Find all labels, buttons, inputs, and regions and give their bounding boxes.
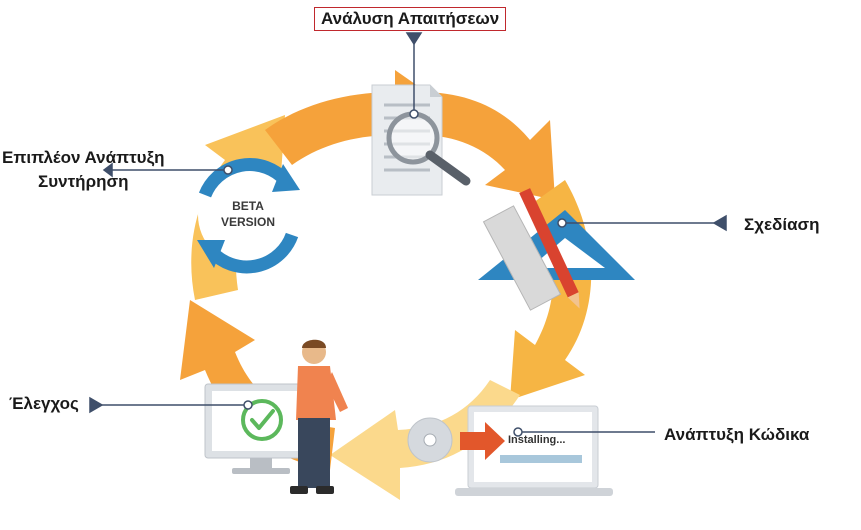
- requirements-label: Ανάλυση Απαιτήσεων: [314, 7, 507, 31]
- pencil-icon: [519, 188, 580, 309]
- ruler-icon: [482, 205, 562, 311]
- maintenance-label-line2: Συντήρηση: [38, 172, 129, 191]
- cycle-arrow-requirements-to-design: [420, 92, 555, 200]
- requirements-pointer: [405, 32, 423, 46]
- testing-label: Έλεγχος: [9, 394, 79, 413]
- beta-version-badge-icon: BETA VERSION: [197, 158, 300, 274]
- maintenance-label: Επιπλέον Ανάπτυξη Συντήρηση: [2, 146, 165, 194]
- connectors: [89, 32, 727, 437]
- design-pointer: [712, 214, 727, 232]
- coding-label: Ανάπτυξη Κώδικα: [664, 425, 810, 444]
- beta-text: BETA: [232, 199, 264, 213]
- check-icon: [241, 399, 283, 441]
- version-text: VERSION: [221, 215, 275, 229]
- installing-text: Installing...: [508, 434, 565, 446]
- maintenance-label-line1: Επιπλέον Ανάπτυξη: [2, 148, 165, 167]
- design-label: Σχεδίαση: [744, 215, 820, 234]
- design-tools-icon: [478, 188, 635, 311]
- testing-pointer: [89, 396, 104, 414]
- requirements-document-icon: [371, 84, 471, 196]
- testing-monitor-icon: [204, 383, 316, 474]
- install-arrow-icon: [460, 422, 505, 460]
- developer-person-icon: [290, 339, 348, 494]
- coding-laptop-icon: Installing...: [407, 405, 613, 496]
